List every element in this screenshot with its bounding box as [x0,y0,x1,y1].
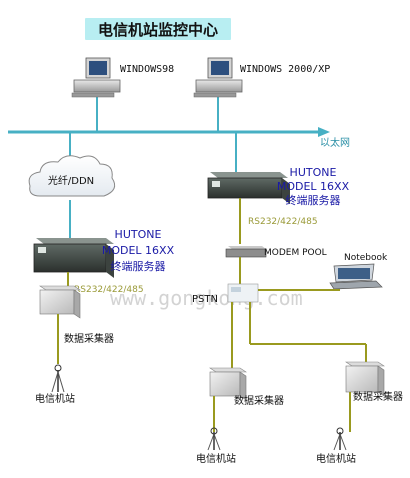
station-bottom-left-label: 电信机站 [196,452,236,465]
antenna-bottom-right-icon [333,427,347,451]
pc-right-label: WINDOWS 2000/XP [240,64,330,75]
ethernet-backbone: 以太网 [8,127,350,149]
page-title: 电信机站监控中心 [98,21,218,39]
server-left-line2: MODEL 16XX [102,244,175,257]
notebook-label: Notebook [344,253,388,263]
pc-left-label: WINDOWS98 [120,64,174,75]
station-bottom-right-label: 电信机站 [316,452,356,465]
server-left-line1: HUTONE [115,228,162,241]
collector-left-icon [39,285,81,319]
pstn-switch-icon [227,283,259,303]
pc-right-icon [193,57,243,98]
server-right-line2: MODEL 16XX [277,180,350,193]
terminal-server-left [33,238,114,278]
pstn-label: PSTN [192,294,218,305]
modem-pool-icon [225,246,267,258]
antenna-bottom-left-icon [207,427,221,451]
terminal-server-right [207,172,290,204]
pc-left-icon [71,57,121,98]
collector-bottom-right-label: 数据采集器 [353,390,403,403]
title-banner: 电信机站监控中心 [85,18,231,40]
antenna-left-icon [51,364,65,393]
server-left-interface: RS232/422/485 [74,285,144,295]
modem-pool-label: MODEM POOL [264,248,327,258]
server-right-line1: HUTONE [290,166,337,179]
station-left-label: 电信机站 [35,392,75,405]
collector-bottom-right-icon [345,361,385,397]
server-right-line3: 终端服务器 [286,193,341,207]
server-left-line3: 终端服务器 [111,259,166,273]
collector-bottom-left-label: 数据采集器 [234,394,284,407]
server-right-interface: RS232/422/485 [248,217,318,227]
ethernet-label: 以太网 [320,136,350,149]
notebook-icon [329,263,383,290]
cloud-icon [28,155,116,197]
collector-left-label: 数据采集器 [64,332,114,345]
cloud-label: 光纤/DDN [48,174,94,187]
collector-bottom-left-icon [209,367,247,401]
